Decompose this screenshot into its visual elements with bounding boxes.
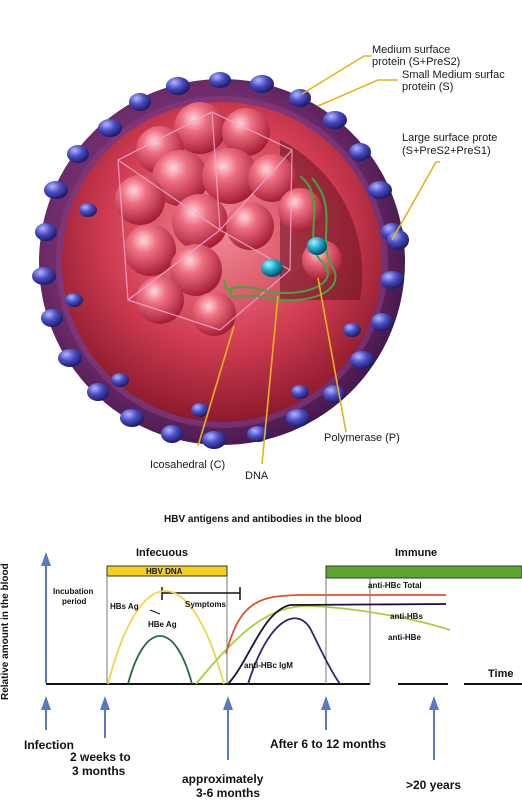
y-axis-arrowhead — [41, 552, 51, 566]
anti-hbc-total-label: anti-HBc Total — [368, 581, 422, 590]
hbe-ag-curve — [128, 636, 192, 684]
hbs-ag-pointer — [150, 610, 160, 614]
symptoms-label: Symptoms — [185, 600, 226, 609]
phase-infectious-label: Infecuous — [136, 547, 188, 559]
phase-immune-label: Immune — [395, 547, 437, 559]
hbs-ag-label: HBs Ag — [110, 602, 139, 611]
incubation-label-2: period — [62, 597, 86, 606]
marker-infection-label: Infection — [24, 738, 74, 752]
anti-hbs-label: anti-HBs — [390, 612, 423, 621]
marker-approx-label-1: approximately — [182, 772, 263, 786]
immune-bar — [326, 566, 522, 578]
time-axis-label: Time — [488, 668, 513, 680]
anti-hbc-igm-label: anti-HBc IgM — [244, 661, 293, 670]
marker-approx-label-2: 3-6 months — [196, 786, 260, 800]
incubation-label-1: Incubation — [53, 587, 93, 596]
marker-2weeks-label-1: 2 weeks to — [70, 750, 131, 764]
hbe-ag-label: HBe Ag — [148, 620, 177, 629]
marker-after-label: After 6 to 12 months — [270, 737, 386, 751]
marker-20years-label: >20 years — [406, 778, 461, 792]
marker-2weeks-label-2: 3 months — [72, 764, 125, 778]
hbv-dna-bar-label: HBV DNA — [146, 567, 182, 576]
anti-hbe-label: anti-HBe — [388, 633, 421, 642]
